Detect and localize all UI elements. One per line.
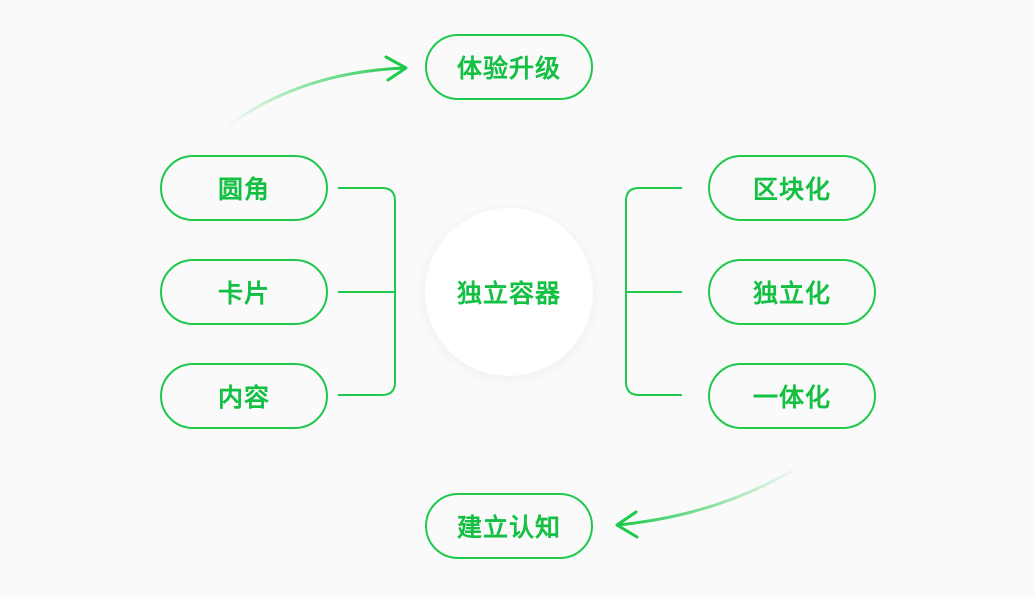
top-curved-arrow — [223, 66, 407, 130]
node-center: 独立容器 — [425, 208, 593, 376]
node-right-3: 一体化 — [708, 363, 876, 429]
node-bottom: 建立认知 — [425, 493, 593, 559]
bottom-arrowhead-icon — [615, 510, 639, 539]
node-right-2: 独立化 — [708, 259, 876, 325]
top-arrowhead-icon — [384, 55, 408, 82]
node-top: 体验升级 — [425, 34, 593, 100]
node-left-2: 卡片 — [160, 259, 328, 325]
bottom-curved-arrow — [616, 464, 802, 527]
node-left-1: 圆角 — [160, 155, 328, 221]
node-left-3: 内容 — [160, 363, 328, 429]
node-right-1: 区块化 — [708, 155, 876, 221]
